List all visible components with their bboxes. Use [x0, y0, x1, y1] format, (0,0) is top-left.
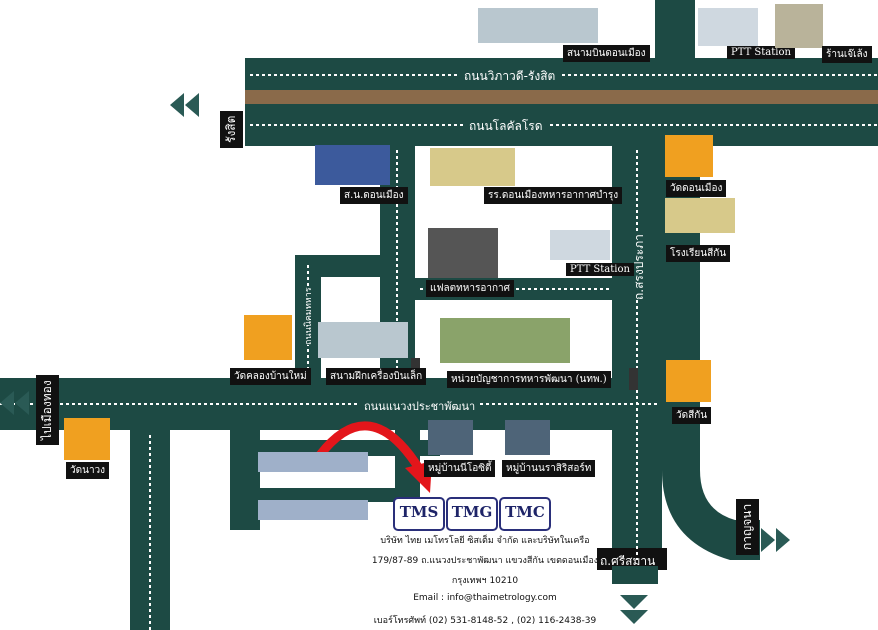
apartment-building-icon: [428, 228, 498, 278]
temple-icon: [666, 360, 711, 402]
logo-tms: TMS: [393, 497, 445, 531]
road-name-nikhom: ถนนนิคมทหาร: [301, 287, 315, 345]
landmark-label: PTT Station: [727, 46, 795, 59]
townhouse-row-icon: [258, 452, 368, 472]
townhouse-row-icon: [258, 500, 368, 520]
sisaman-sign: [597, 548, 667, 570]
logo-tmg: TMG: [446, 497, 498, 531]
road-branch-top: [295, 255, 415, 277]
temple-icon: [64, 418, 110, 460]
shop-building-icon: [775, 4, 823, 48]
arrow-down-icon: [620, 595, 648, 624]
landmark-label: ส.น.ดอนเมือง: [340, 187, 408, 204]
arrow-left-icon: [170, 93, 199, 117]
direction-rangsit: รังสิต: [220, 110, 243, 148]
railway: [245, 90, 878, 104]
road-name-sisaman: ถ.ศรีสมาน: [600, 554, 656, 568]
logo-tmc: TMC: [499, 497, 551, 531]
road-north-connector: [655, 0, 695, 60]
landmark-label: รร.ดอนเมืองทหารอากาศบำรุง: [484, 187, 623, 204]
airfield-icon: [318, 322, 408, 358]
landmark-label: PTT Station: [566, 263, 634, 276]
road-name-lokkol: ถนนโลคัลโรด: [465, 117, 547, 136]
company-address: 179/87-89 ถ.แนวงประชาพัฒนา แขวงสีกัน เขต…: [371, 556, 599, 566]
landmark-label: สนามบินดอนเมือง: [563, 45, 650, 62]
landmark-label: หมู่บ้านนราสิริสอร์ท: [502, 460, 596, 477]
gas-station-icon: [698, 8, 758, 46]
landmark-label: โรงเรียนสีกัน: [666, 245, 731, 262]
landmark-label: ร้านเจ๊เล้ง: [822, 46, 872, 63]
gas-station-icon: [550, 230, 610, 260]
landmark-label: วัดดอนเมือง: [666, 180, 727, 197]
landmark-label: วัดสีกัน: [672, 407, 712, 424]
house-icon: [428, 420, 473, 455]
company-phone: เบอร์โทรศัพท์ (02) 531-8148-52 , (02) 11…: [373, 616, 597, 626]
arrow-right-icon: [761, 528, 790, 552]
direction-mueang-thong: ไปเมืองทอง: [36, 375, 59, 445]
company-name: บริษัท ไทย เมโทรโลยี ซิสเต็ม จำกัด และบร…: [380, 536, 590, 546]
landmark-label: สนามฝึกเครื่องบินเล็ก: [326, 368, 427, 385]
police-station-icon: [315, 145, 390, 185]
location-arrow: [316, 421, 424, 473]
temple-icon: [665, 135, 713, 177]
airport-icon: [478, 8, 598, 43]
landmark-label: วัดนาวง: [66, 462, 110, 479]
road-name-vibhavadi: ถนนวิภาวดี-รังสิต: [460, 67, 560, 86]
road-village-h2: [230, 488, 400, 502]
military-base-icon: [440, 318, 570, 363]
temple-icon: [244, 315, 292, 360]
landmark-label: หมู่บ้านนีโอซิตี้: [424, 460, 496, 477]
direction-kanchana: กาญจนา: [736, 498, 759, 555]
company-city: กรุงเทพฯ 10210: [451, 576, 519, 586]
school-icon: [430, 148, 515, 186]
house-icon: [505, 420, 550, 455]
arrow-left-icon: [0, 391, 29, 415]
company-email[interactable]: Email : info@thaimetrology.com: [413, 593, 557, 603]
road-name-naengprachaphatthana: ถนนแนวงประชาพัฒนา: [360, 397, 480, 415]
landmark-label: วัดคลองบ้านใหม่: [230, 368, 311, 385]
landmark-label: แฟลตทหารอากาศ: [426, 280, 514, 297]
school-icon: [665, 198, 735, 233]
landmark-label: หน่วยบัญชาการทหารพัฒนา (นทพ.): [447, 371, 611, 388]
direction-arrows: [0, 93, 790, 624]
road-left-south: [130, 430, 170, 630]
